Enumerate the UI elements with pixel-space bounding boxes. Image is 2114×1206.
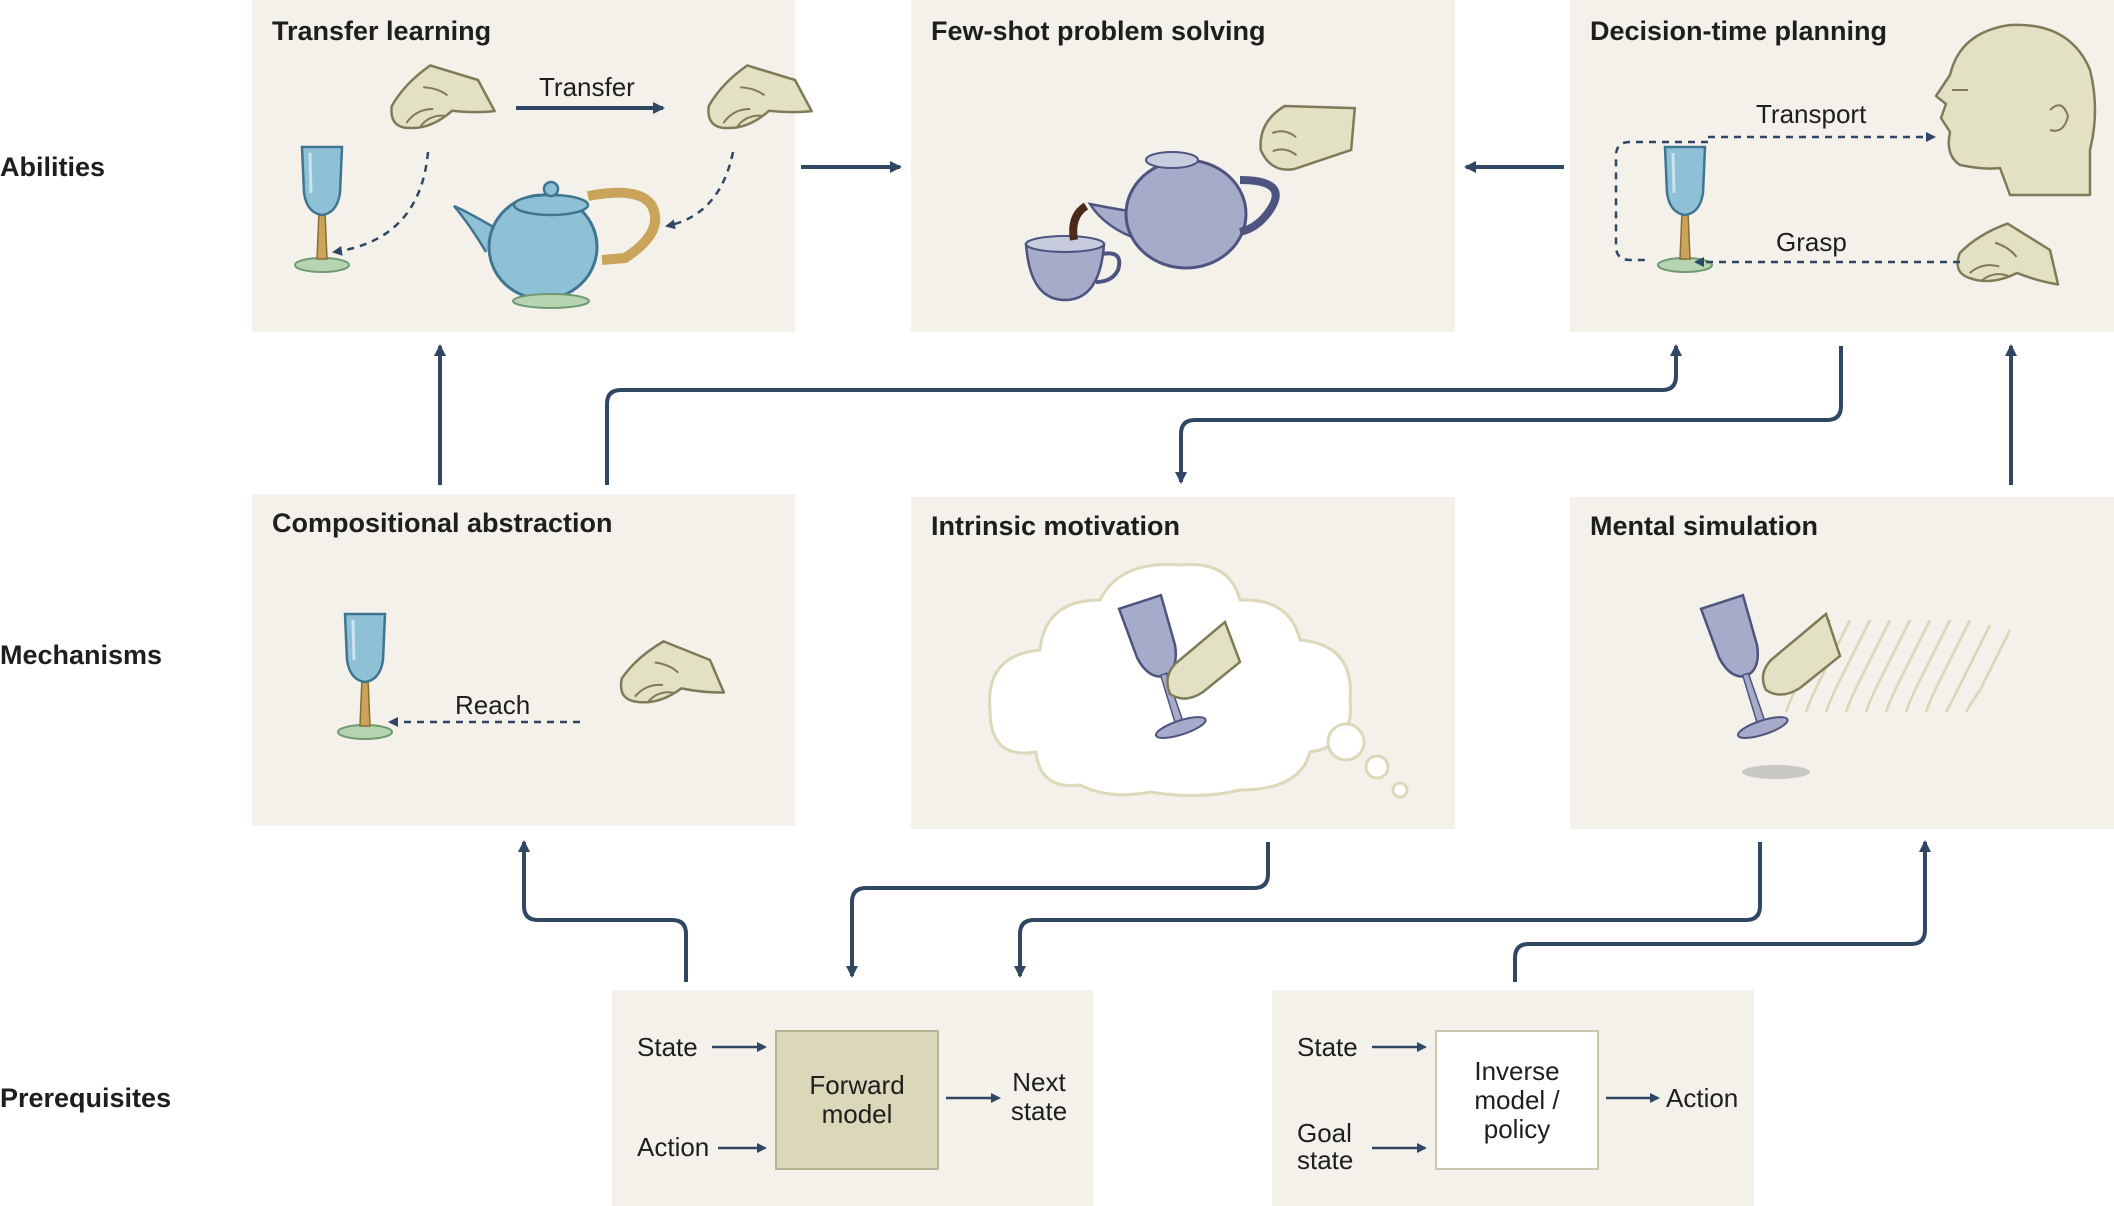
- arrow-inverse-to-simulation: [1513, 840, 1931, 982]
- hand-icon: [1953, 218, 2060, 295]
- hand-icon: [378, 48, 496, 147]
- row-label-prerequisites: Prerequisites: [0, 1083, 172, 1113]
- wine-glass-icon: [1656, 145, 1714, 274]
- forward-action-label: Action: [637, 1132, 710, 1162]
- forward-model-line2: model: [821, 1099, 893, 1129]
- hand-icon: [695, 48, 813, 147]
- next-state-line2: state: [1010, 1096, 1068, 1126]
- arrow-motivation-to-forward: [846, 842, 1270, 978]
- dashed-arrow: [665, 151, 735, 230]
- inverse-state-label: State: [1297, 1032, 1358, 1062]
- inverse-model-line2: model /: [1474, 1084, 1560, 1115]
- panel-mental-simulation: Mental simulation: [1570, 497, 2114, 829]
- panel-title: Intrinsic motivation: [931, 511, 1181, 541]
- forward-model-line1: Forward: [809, 1070, 905, 1100]
- hand-icon: [610, 628, 726, 720]
- panel-title: Transfer learning: [272, 16, 492, 46]
- wine-glass-icon: [1117, 593, 1207, 739]
- wine-glass-icon: [336, 612, 394, 741]
- transport-dashed-path: [1614, 140, 1708, 262]
- transfer-arrow-label: Transfer: [539, 72, 635, 102]
- reach-label: Reach: [455, 690, 531, 720]
- arrow-simulation-to-forward: [1014, 842, 1762, 978]
- panel-title: Mental simulation: [1590, 511, 1819, 541]
- arrow-planning-to-motivation: [1175, 346, 1843, 484]
- grasp-label: Grasp: [1776, 227, 1847, 257]
- connector-arrows: [434, 161, 2017, 982]
- row-label-abilities: Abilities: [0, 152, 106, 182]
- transport-label: Transport: [1756, 99, 1867, 129]
- head-icon: [1934, 23, 2097, 197]
- teapot-icon: [453, 180, 661, 309]
- goal-state-line1: Goal: [1297, 1118, 1352, 1148]
- inverse-model-line1: Inverse: [1474, 1055, 1560, 1086]
- pour-stream: [1069, 202, 1089, 241]
- panel-title: Compositional abstraction: [272, 508, 613, 538]
- wine-glass-icon: [293, 145, 351, 274]
- panel-title: Decision-time planning: [1590, 16, 1888, 46]
- hand-icon: [1166, 619, 1242, 700]
- model-io-arrows: [712, 1042, 1660, 1153]
- next-state-line1: Next: [1012, 1067, 1066, 1097]
- shadow: [1742, 765, 1810, 779]
- inverse-action-label: Action: [1666, 1083, 1739, 1113]
- inverse-model-line3: policy: [1483, 1113, 1551, 1144]
- wine-glass-icon: [1699, 593, 1789, 739]
- arrow-composition-to-planning: [605, 344, 1682, 485]
- row-label-mechanisms: Mechanisms: [0, 640, 163, 670]
- panel-title: Few-shot problem solving: [931, 16, 1266, 46]
- goal-state-line2: state: [1297, 1145, 1354, 1175]
- hand-icon: [1761, 611, 1842, 696]
- hand-icon: [1259, 104, 1357, 171]
- teapot-icon: [1087, 151, 1280, 270]
- teacup-icon: [1024, 235, 1122, 302]
- dashed-arrow: [332, 151, 430, 256]
- forward-state-label: State: [637, 1032, 698, 1062]
- arrow-forward-to-composition: [518, 840, 688, 982]
